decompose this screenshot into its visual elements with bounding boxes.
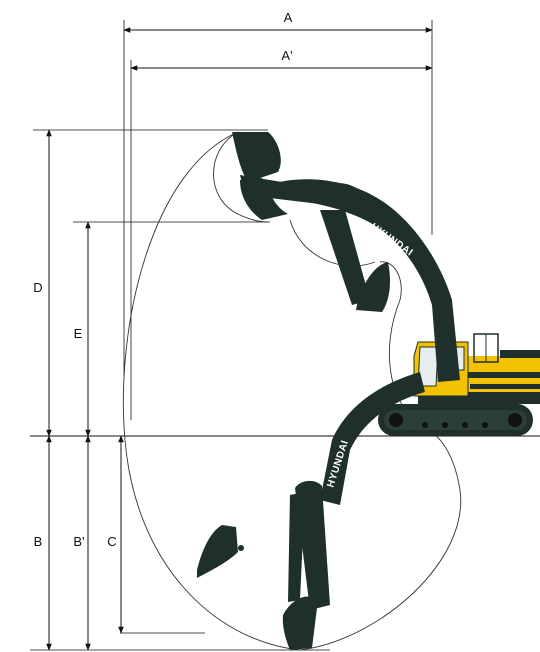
dimension-b-prime-label: B' bbox=[73, 534, 84, 549]
dimension-e-label: E bbox=[74, 326, 83, 341]
bucket-floating bbox=[197, 525, 244, 578]
bucket-arc-top bbox=[213, 131, 269, 223]
bucket-arc-mid bbox=[289, 219, 376, 267]
excavator-undercarriage bbox=[378, 404, 533, 436]
dimension-a-label: A bbox=[284, 10, 293, 25]
bucket-bottom bbox=[282, 596, 318, 650]
dimension-d-label: D bbox=[33, 280, 42, 295]
bucket-top bbox=[232, 132, 281, 182]
excavator-boom-lowered bbox=[288, 372, 425, 610]
bucket-mid bbox=[356, 262, 390, 312]
excavator-boom-raised bbox=[268, 179, 460, 382]
dimension-c-label: C bbox=[107, 534, 116, 549]
working-envelope-outer bbox=[122, 131, 301, 651]
dimension-a-prime-label: A' bbox=[281, 48, 292, 63]
bucket-curl-left bbox=[240, 178, 288, 220]
dimension-b-label: B bbox=[34, 534, 43, 549]
